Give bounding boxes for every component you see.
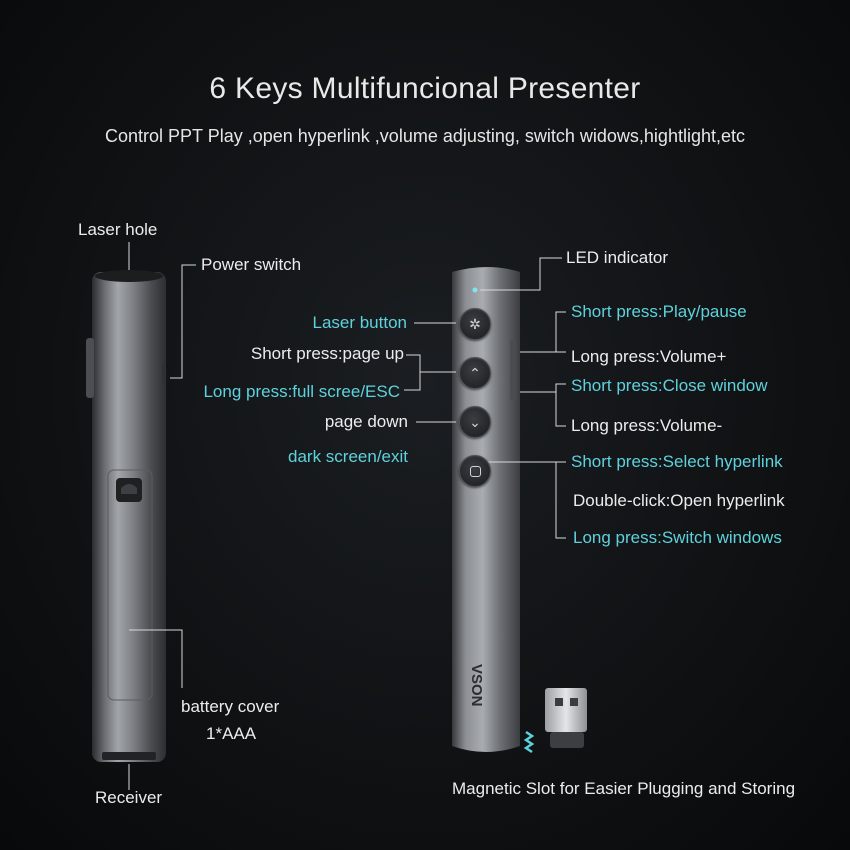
vol-up-long-label: Long press:Volume+ [571, 347, 727, 366]
vol-down-long-label: Long press:Volume- [571, 416, 723, 435]
right-callout-lines [486, 311, 566, 539]
hyperlink-short-label: Short press:Select hyperlink [571, 452, 783, 471]
chevron-up-icon: ⌃ [469, 364, 481, 381]
laser-button[interactable]: ✲ [459, 308, 491, 340]
vol-up-short-label: Short press:Play/pause [571, 302, 747, 321]
page-up-button[interactable]: ⌃ [459, 357, 491, 389]
magnet-wave-icon [523, 730, 535, 754]
page-down-short-label: page down [324, 412, 408, 431]
vol-down-short-label: Short press:Close window [571, 376, 768, 395]
magnetic-slot-label: Magnetic Slot for Easier Plugging and St… [452, 779, 796, 798]
page-up-long-label: Long press:full scree/ESC [203, 382, 400, 401]
hyperlink-double-label: Double-click:Open hyperlink [573, 491, 785, 510]
left-callout-lines [128, 242, 196, 790]
power-switch-label: Power switch [201, 255, 302, 274]
left-presenter [86, 270, 166, 762]
center-callout-lines [404, 257, 562, 423]
page-down-long-label: dark screen/exit [288, 447, 408, 466]
rounded-square-icon [469, 465, 481, 477]
laser-hole-label: Laser hole [78, 220, 158, 239]
chevron-down-icon: ⌄ [469, 413, 481, 430]
hyperlink-long-label: Long press:Switch windows [573, 528, 782, 547]
usb-dongle-icon [545, 688, 587, 748]
page-down-button[interactable]: ⌄ [459, 406, 491, 438]
page-subtitle: Control PPT Play ,open hyperlink ,volume… [105, 126, 745, 146]
gear-icon: ✲ [469, 315, 481, 332]
brand-logo: VSON [468, 664, 485, 707]
hyperlink-button[interactable] [459, 455, 491, 487]
laser-button-label: Laser button [312, 313, 407, 332]
battery-type-label: 1*AAA [206, 724, 257, 743]
led-indicator-label: LED indicator [566, 248, 669, 267]
page-up-short-label: Short press:page up [250, 344, 404, 363]
right-presenter: VSON [452, 267, 535, 754]
receiver-label: Receiver [95, 788, 163, 807]
page-title: 6 Keys Multifuncional Presenter [209, 72, 641, 105]
battery-cover-label: battery cover [181, 697, 280, 716]
